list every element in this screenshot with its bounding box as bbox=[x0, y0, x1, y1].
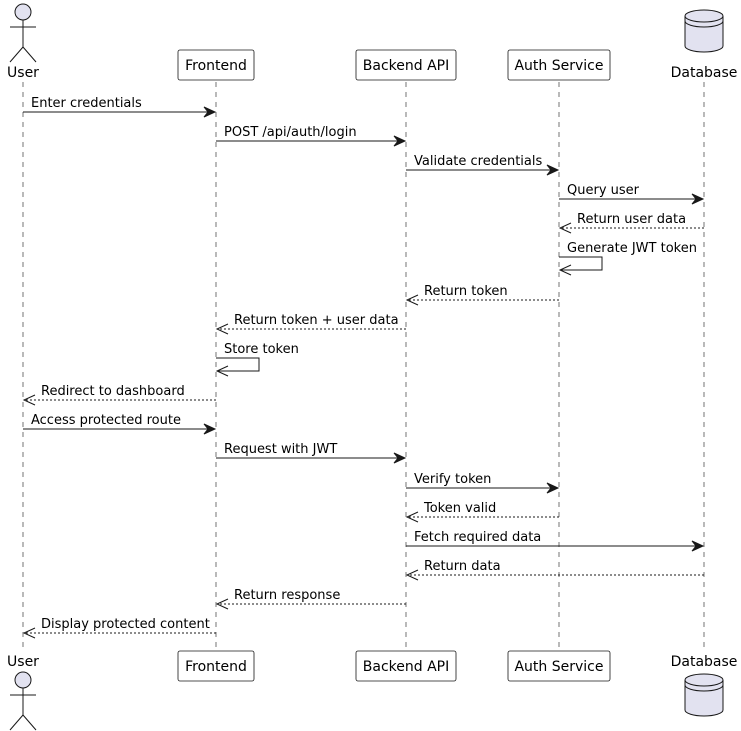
actor-user-top: User bbox=[7, 3, 39, 81]
participant-box-frontend-bottom: Frontend bbox=[177, 650, 255, 682]
message-label: Request with JWT bbox=[224, 442, 337, 457]
message-label: Fetch required data bbox=[414, 530, 541, 545]
message: Verify token bbox=[406, 472, 560, 494]
message: Return response bbox=[215, 588, 406, 610]
message-label: Return token bbox=[424, 284, 508, 299]
message-label: Enter credentials bbox=[31, 96, 142, 111]
message-line bbox=[559, 256, 603, 271]
participant-label: User bbox=[7, 65, 39, 81]
message-label: Verify token bbox=[414, 472, 491, 487]
actor-user-bottom: User bbox=[7, 654, 39, 731]
message: POST /api/auth/login bbox=[216, 125, 407, 147]
message-label: Redirect to dashboard bbox=[41, 384, 185, 399]
message-label: Return data bbox=[424, 559, 501, 574]
arrow-head bbox=[22, 394, 36, 406]
participant-box-auth-bottom: Auth Service bbox=[507, 650, 611, 682]
participant-label: Frontend bbox=[185, 58, 247, 74]
message: Return user data bbox=[558, 212, 704, 234]
arrow-head bbox=[405, 569, 419, 581]
message-label: Validate credentials bbox=[414, 154, 543, 169]
message-label: Token valid bbox=[423, 501, 496, 516]
message: Store token bbox=[215, 342, 299, 377]
participant-label: User bbox=[7, 654, 39, 670]
participant-box-frame bbox=[507, 650, 611, 682]
arrow-head bbox=[215, 598, 229, 610]
arrow-head bbox=[405, 294, 419, 306]
message-label: Return token + user data bbox=[234, 313, 399, 328]
participant-label: Database bbox=[671, 65, 738, 81]
participant-label: Auth Service bbox=[514, 58, 603, 74]
arrow-head bbox=[691, 540, 705, 552]
participant-footers: User Frontend Backend API Auth Service Datab… bbox=[7, 650, 738, 731]
participant-box-backend-bottom: Backend API bbox=[355, 650, 457, 682]
message-label: POST /api/auth/login bbox=[224, 125, 357, 140]
message: Return data bbox=[405, 559, 704, 581]
arrow-head bbox=[393, 135, 407, 147]
message: Return token + user data bbox=[215, 313, 406, 335]
participant-label: Auth Service bbox=[514, 659, 603, 675]
participant-box-frame bbox=[355, 650, 457, 682]
participant-box-frontend-top: Frontend bbox=[177, 49, 255, 81]
arrow-head bbox=[691, 193, 705, 205]
arrow-head bbox=[405, 511, 419, 523]
arrow-head bbox=[215, 365, 229, 377]
message-label: Return user data bbox=[577, 212, 686, 227]
message: Query user bbox=[559, 183, 705, 205]
message: Validate credentials bbox=[406, 154, 560, 176]
arrow-head bbox=[558, 264, 572, 276]
participant-label: Database bbox=[671, 654, 738, 670]
arrow-head bbox=[393, 452, 407, 464]
message-line bbox=[216, 357, 260, 372]
participant-box-frame bbox=[177, 49, 255, 81]
message-label: Display protected content bbox=[41, 617, 210, 632]
message-label: Access protected route bbox=[31, 413, 181, 428]
arrow-head bbox=[546, 482, 560, 494]
database-db-bottom: Database bbox=[671, 654, 738, 717]
actor-icon bbox=[9, 671, 37, 731]
database-icon bbox=[684, 673, 724, 717]
message: Request with JWT bbox=[216, 442, 407, 464]
participant-label: Frontend bbox=[185, 659, 247, 675]
participant-label: Backend API bbox=[363, 58, 449, 74]
arrow-head bbox=[546, 164, 560, 176]
database-icon bbox=[684, 9, 724, 53]
actor-icon bbox=[9, 3, 37, 63]
message: Token valid bbox=[405, 501, 559, 523]
message: Fetch required data bbox=[406, 530, 705, 552]
participant-headers: User Frontend Backend API Auth Service Datab… bbox=[7, 3, 738, 81]
message-label: Generate JWT token bbox=[567, 241, 697, 256]
message-label: Query user bbox=[567, 183, 640, 198]
message-label: Store token bbox=[224, 342, 299, 357]
arrow-head bbox=[558, 222, 572, 234]
message: Enter credentials bbox=[23, 96, 217, 118]
arrow-head bbox=[215, 323, 229, 335]
message: Return token bbox=[405, 284, 559, 306]
participant-box-frame bbox=[507, 49, 611, 81]
arrow-head bbox=[22, 627, 36, 639]
lifelines bbox=[22, 82, 705, 648]
message: Redirect to dashboard bbox=[22, 384, 216, 406]
participant-box-frame bbox=[355, 49, 457, 81]
message: Access protected route bbox=[23, 413, 217, 435]
message-label: Return response bbox=[234, 588, 340, 603]
arrow-head bbox=[203, 423, 217, 435]
message: Display protected content bbox=[22, 617, 216, 639]
participant-label: Backend API bbox=[363, 659, 449, 675]
participant-box-auth-top: Auth Service bbox=[507, 49, 611, 81]
message: Generate JWT token bbox=[558, 241, 697, 276]
participant-box-backend-top: Backend API bbox=[355, 49, 457, 81]
database-db-top: Database bbox=[671, 9, 738, 81]
participant-box-frame bbox=[177, 650, 255, 682]
arrow-head bbox=[203, 106, 217, 118]
